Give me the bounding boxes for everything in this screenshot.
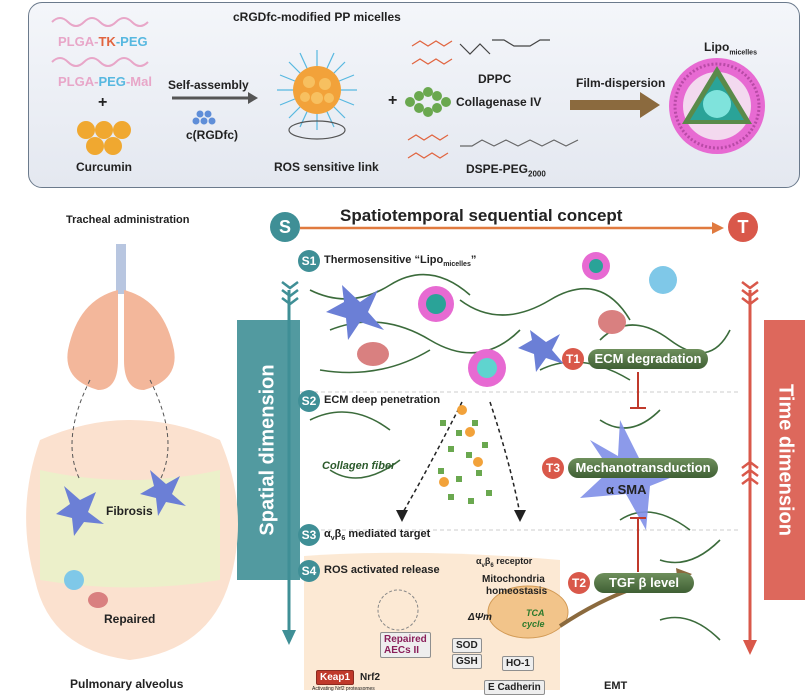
s1-label: Thermosensitive “Lipomicelles” bbox=[324, 254, 477, 269]
cycle-label: cycle bbox=[522, 619, 545, 629]
micelles-title: cRGDfc-modified PP micelles bbox=[233, 10, 401, 24]
emt-label: EMT bbox=[604, 680, 628, 692]
lung-illustration bbox=[67, 244, 175, 390]
s2-label: ECM deep penetration bbox=[324, 394, 441, 406]
t2-pill: TGF β level bbox=[594, 573, 694, 593]
sod-box: SOD bbox=[452, 638, 482, 653]
dspe-structure bbox=[407, 134, 579, 159]
dppc-label: DPPC bbox=[478, 72, 512, 86]
red-cell bbox=[598, 310, 626, 334]
collagen-label: Collagen fiber bbox=[322, 460, 396, 472]
t1-badge: T1 bbox=[562, 348, 584, 370]
collagenase-cluster bbox=[405, 87, 451, 117]
t3-badge: T3 bbox=[542, 457, 564, 479]
tca-label: TCA bbox=[526, 608, 545, 618]
s1-badge: S1 bbox=[298, 250, 320, 272]
fibrosis-label: Fibrosis bbox=[106, 504, 153, 518]
polymer-2-wave bbox=[51, 57, 149, 67]
macrophage-cell bbox=[649, 266, 677, 294]
homeostasis-label: homeostasis bbox=[486, 586, 548, 597]
nrf2-label: Nrf2 bbox=[360, 672, 381, 683]
alveolus-illustration bbox=[26, 379, 238, 660]
spatial-dimension-label: Spatial dimension bbox=[256, 364, 279, 536]
mitochondria bbox=[487, 585, 569, 639]
polymer-1-wave bbox=[51, 17, 149, 27]
plus-sign-2: + bbox=[388, 92, 398, 109]
s4-badge: S4 bbox=[298, 560, 320, 582]
spatial-arrow bbox=[237, 320, 300, 580]
time-arrow bbox=[764, 320, 805, 600]
dspe-label: DSPE-PEG2000 bbox=[466, 162, 546, 179]
asma-label: α SMA bbox=[606, 482, 647, 497]
s2-badge: S2 bbox=[298, 390, 320, 412]
mito-label: Mitochondria bbox=[482, 574, 545, 585]
keap1-box: Keap1 bbox=[316, 670, 355, 685]
pp-micelle bbox=[277, 50, 357, 140]
polymer-2-label: PLGA-PEG-Mal bbox=[58, 74, 152, 89]
s-badge: S bbox=[270, 212, 300, 242]
t3-pill: Mechanotransduction bbox=[568, 458, 718, 478]
polymer-1-label: PLGA-TK-PEG bbox=[58, 34, 148, 49]
gsh-box: GSH bbox=[452, 654, 482, 669]
self-assembly-label: Self-assembly bbox=[168, 78, 249, 92]
delta-psi-label: ΔΨm bbox=[468, 612, 492, 623]
ecadherin-box: E Cadherin bbox=[484, 680, 545, 695]
micelle-cloud bbox=[438, 420, 492, 504]
fibroblast-cell-2 bbox=[518, 330, 564, 372]
cell-region bbox=[304, 552, 560, 690]
receptor-label: αvβ6 receptor bbox=[476, 556, 533, 569]
tracheal-label: Tracheal administration bbox=[66, 214, 190, 226]
curcumin-balls bbox=[77, 121, 131, 155]
peptide-dots bbox=[192, 110, 216, 125]
peptide-label: c(RGDfc) bbox=[186, 128, 239, 142]
red-cell-2 bbox=[357, 342, 389, 366]
s4-label: ROS activated release bbox=[324, 564, 440, 576]
t-badge: T bbox=[728, 212, 758, 242]
dppc-structure bbox=[411, 39, 550, 65]
ho1-box: HO-1 bbox=[502, 656, 534, 671]
film-dispersion-arrow bbox=[570, 92, 660, 118]
t2-badge: T2 bbox=[568, 572, 590, 594]
collagenase-label: Collagenase IV bbox=[456, 95, 542, 109]
activating-label: Activating Nrf2 proteasomes bbox=[312, 686, 375, 692]
repaired-label: Repaired bbox=[104, 612, 156, 626]
film-dispersion-label: Film-dispersion bbox=[576, 76, 666, 90]
s3-badge: S3 bbox=[298, 524, 320, 546]
curcumin-label: Curcumin bbox=[76, 160, 133, 174]
time-dimension-label: Time dimension bbox=[774, 384, 797, 536]
alveolus-label: Pulmonary alveolus bbox=[70, 677, 184, 691]
concept-title: Spatiotemporal sequential concept bbox=[340, 206, 623, 225]
s3-label: αvβ6 mediated target bbox=[324, 528, 431, 543]
collagen-fibers bbox=[309, 273, 731, 641]
lipo-micelle bbox=[669, 58, 765, 154]
ros-link-label: ROS sensitive link bbox=[274, 160, 379, 174]
lipo-label: Lipomicelles bbox=[704, 40, 757, 57]
t1-pill: ECM degradation bbox=[588, 349, 708, 369]
fibroblast-cell bbox=[326, 285, 384, 340]
plus-sign: + bbox=[98, 94, 108, 111]
